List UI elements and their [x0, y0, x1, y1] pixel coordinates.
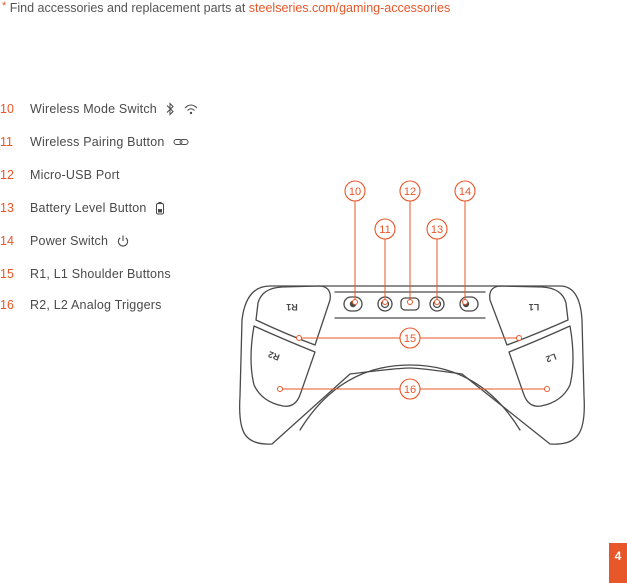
legend-label: R1, L1 Shoulder Buttons	[30, 267, 171, 281]
page-number: 4	[609, 543, 627, 583]
callout-14	[454, 180, 476, 202]
r2-label: R2	[267, 349, 281, 362]
callout-16	[399, 378, 421, 400]
battery-icon	[155, 201, 165, 215]
power-icon	[116, 234, 130, 248]
footnote: * Find accessories and replacement parts…	[2, 0, 450, 15]
callout-11	[374, 218, 396, 240]
callout-15-text: 15	[404, 333, 416, 345]
legend-label: Wireless Mode Switch	[30, 102, 157, 116]
legend-label: Power Switch	[30, 234, 109, 248]
l1-label: L1	[529, 302, 540, 312]
callout-16-text: 16	[404, 384, 416, 396]
legend-number: 14	[0, 234, 14, 248]
r2-trigger	[250, 325, 316, 407]
power-switch	[459, 296, 479, 312]
legend-number: 16	[0, 298, 14, 312]
accessories-link[interactable]: steelseries.com/gaming-accessories	[248, 1, 451, 15]
footnote-text: Find accessories and replacement parts a…	[9, 1, 246, 15]
callout-10	[344, 180, 366, 202]
l2-trigger	[508, 325, 574, 407]
r1-button	[255, 285, 331, 346]
callout-11-text: 11	[379, 224, 390, 236]
legend-number: 12	[0, 168, 14, 182]
legend-label: R2, L2 Analog Triggers	[30, 298, 162, 312]
callout-14-text: 14	[459, 186, 471, 198]
legend-number: 13	[0, 201, 14, 215]
callout-15	[399, 327, 421, 349]
callout-12	[399, 180, 421, 202]
callout-13-text: 13	[431, 224, 443, 236]
callout-13	[426, 218, 448, 240]
bluetooth-icon	[165, 102, 175, 116]
wireless-mode-switch	[343, 296, 363, 312]
r1-label: R1	[286, 302, 298, 312]
legend-number: 10	[0, 102, 14, 116]
callout-10-text: 10	[349, 186, 361, 198]
legend-label: Battery Level Button	[30, 201, 147, 215]
callout-12-text: 12	[404, 186, 416, 198]
legend-number: 15	[0, 267, 14, 281]
legend-label: Micro-USB Port	[30, 168, 120, 182]
l1-button	[489, 285, 569, 346]
pairing-link-icon	[173, 137, 189, 147]
controller-grip-curve	[299, 364, 521, 431]
controller-body	[239, 285, 585, 445]
footnote-asterisk: *	[2, 0, 7, 12]
legend-label: Wireless Pairing Button	[30, 135, 165, 149]
page-number-text: 4	[614, 549, 622, 563]
l2-label: L2	[544, 351, 557, 364]
wifi-icon	[183, 103, 199, 115]
legend-number: 11	[0, 135, 13, 149]
